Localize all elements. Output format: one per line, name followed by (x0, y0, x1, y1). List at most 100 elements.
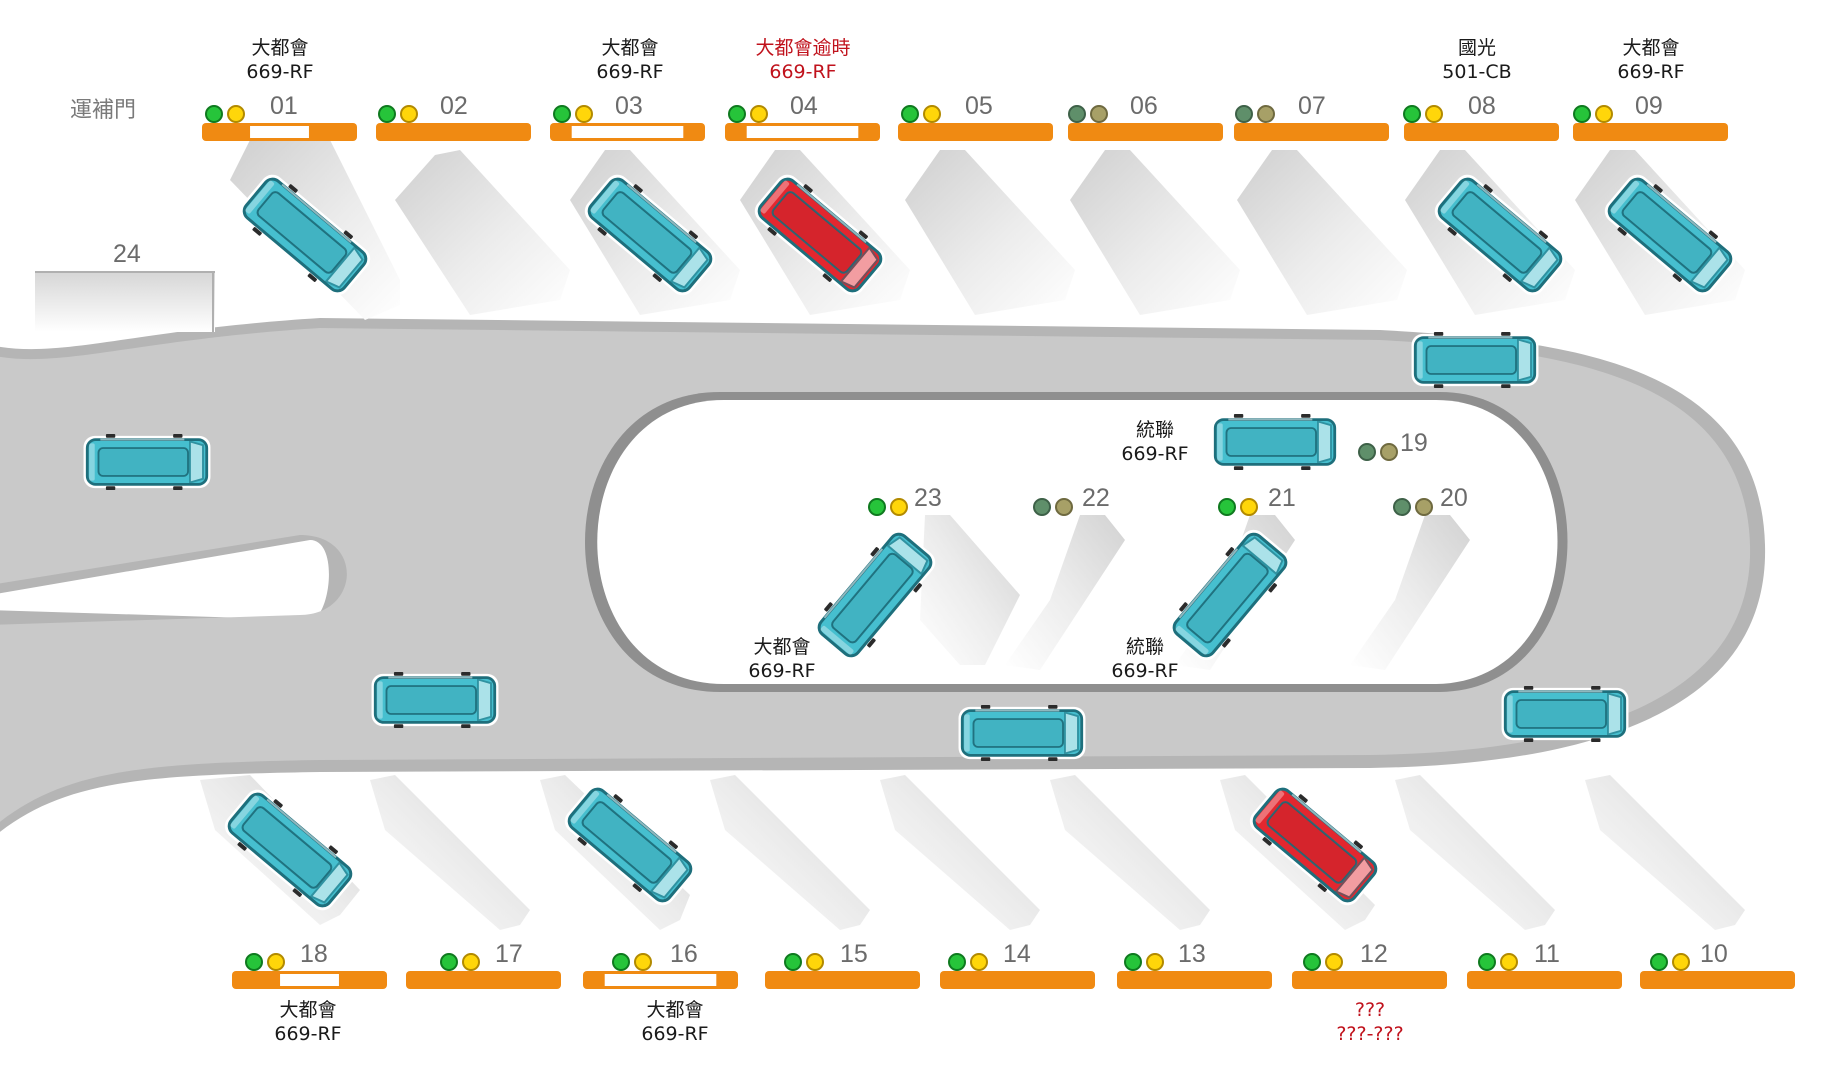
bay-06-green-light-icon (1068, 105, 1086, 123)
bay-24[interactable] (35, 271, 215, 332)
bay-06-bar (1068, 123, 1223, 141)
bay-number-19[interactable]: 19 (1400, 429, 1428, 457)
bay-number-16[interactable]: 16 (670, 940, 698, 968)
bay-20-yellow-light-icon (1415, 498, 1433, 516)
bay-05-yellow-light-icon (923, 105, 941, 123)
bay-14-bar (940, 971, 1095, 989)
bay-number-21[interactable]: 21 (1268, 484, 1296, 512)
bay-14-green-light-icon (948, 953, 966, 971)
bay-10-bar (1640, 971, 1795, 989)
bay-17-bar (406, 971, 561, 989)
bottom-slots (200, 775, 1745, 930)
bay-03-green-light-icon (553, 105, 571, 123)
bay-19-route: 669-RF (1121, 443, 1189, 465)
bay-number-01[interactable]: 01 (270, 92, 298, 120)
bay-11-yellow-light-icon (1500, 953, 1518, 971)
loop-top-bus[interactable] (1410, 330, 1540, 390)
bay-09-bar (1573, 123, 1728, 141)
bay-09-company: 大都會 (1622, 37, 1680, 59)
bay-18-yellow-light-icon (267, 953, 285, 971)
bay-08-bar (1404, 123, 1559, 141)
bay-02-green-light-icon (378, 105, 396, 123)
bay-11-green-light-icon (1478, 953, 1496, 971)
bay-number-20[interactable]: 20 (1440, 484, 1468, 512)
bay-number-10[interactable]: 10 (1700, 940, 1728, 968)
bay-03-yellow-light-icon (575, 105, 593, 123)
bay-01-yellow-light-icon (227, 105, 245, 123)
gate-label-yunbumen: 運補門 (70, 98, 137, 123)
bay-10-green-light-icon (1650, 953, 1668, 971)
bay-number-12[interactable]: 12 (1360, 940, 1388, 968)
bay-02-bar (376, 123, 531, 141)
bay-09-route: 669-RF (1617, 61, 1685, 83)
bay-number-17[interactable]: 17 (495, 940, 523, 968)
bay-15-bar (765, 971, 920, 989)
bay-15-green-light-icon (784, 953, 802, 971)
bay-04-progress-gap (746, 126, 859, 138)
bay-01-company: 大都會 (251, 37, 309, 59)
entrance-bus[interactable] (82, 432, 212, 492)
bay-03-progress-gap (571, 126, 684, 138)
bay-08-route: 501-CB (1442, 61, 1512, 83)
bay-04-yellow-light-icon (750, 105, 768, 123)
lane-bus-2[interactable] (957, 703, 1087, 763)
bay-18-company: 大都會 (279, 999, 337, 1021)
bay-number-07[interactable]: 07 (1298, 92, 1326, 120)
bay-12-company: ??? (1354, 999, 1386, 1021)
bay-18-green-light-icon (245, 953, 263, 971)
lane-bus-3[interactable] (1500, 684, 1630, 744)
bay-07-green-light-icon (1235, 105, 1253, 123)
bay-12-route: ???-??? (1336, 1023, 1404, 1045)
bay-12-bar (1292, 971, 1447, 989)
bay-16-company: 大都會 (646, 999, 704, 1021)
bay-number-13[interactable]: 13 (1178, 940, 1206, 968)
bay-bars (202, 123, 1795, 989)
bay-08-company: 國光 (1457, 37, 1496, 59)
bay-04-company: 大都會逾時 (755, 37, 851, 59)
bay-19-yellow-light-icon (1380, 443, 1398, 461)
bay-13-bar (1117, 971, 1272, 989)
bay-08-green-light-icon (1403, 105, 1421, 123)
bay-22-yellow-light-icon (1055, 498, 1073, 516)
bay-number-22[interactable]: 22 (1082, 484, 1110, 512)
bay-16-green-light-icon (612, 953, 630, 971)
bay-03-route: 669-RF (596, 61, 664, 83)
bay-number-08[interactable]: 08 (1468, 92, 1496, 120)
bay-01-green-light-icon (205, 105, 223, 123)
bay-16-progress-gap (604, 974, 717, 986)
bay-05-green-light-icon (901, 105, 919, 123)
bay-number-05[interactable]: 05 (965, 92, 993, 120)
bay-18-progress-gap (280, 974, 339, 986)
bay-number-03[interactable]: 03 (615, 92, 643, 120)
bay-17-green-light-icon (440, 953, 458, 971)
bay-number-18[interactable]: 18 (300, 940, 328, 968)
bay-13-yellow-light-icon (1146, 953, 1164, 971)
bay-07-bar (1234, 123, 1389, 141)
bay-09-yellow-light-icon (1595, 105, 1613, 123)
bay-number-14[interactable]: 14 (1003, 940, 1031, 968)
bay-number-11[interactable]: 11 (1534, 940, 1560, 968)
bay-number-23[interactable]: 23 (914, 484, 942, 512)
bay-18-route: 669-RF (274, 1023, 342, 1045)
bay-number-04[interactable]: 04 (790, 92, 818, 120)
bay-number-02[interactable]: 02 (440, 92, 468, 120)
bay-05-bar (898, 123, 1053, 141)
bay-number-15[interactable]: 15 (840, 940, 868, 968)
bay-12-yellow-light-icon (1325, 953, 1343, 971)
bay-number-06[interactable]: 06 (1130, 92, 1158, 120)
bay-22-green-light-icon (1033, 498, 1051, 516)
bay-09-green-light-icon (1573, 105, 1591, 123)
bay-21-green-light-icon (1218, 498, 1236, 516)
bay-16-yellow-light-icon (634, 953, 652, 971)
bay-13-green-light-icon (1124, 953, 1142, 971)
bay-19-green-light-icon (1358, 443, 1376, 461)
bay-20-green-light-icon (1393, 498, 1411, 516)
bay-number-09[interactable]: 09 (1635, 92, 1663, 120)
lane-bus-1[interactable] (370, 670, 500, 730)
bay-21-route: 669-RF (1111, 660, 1179, 682)
